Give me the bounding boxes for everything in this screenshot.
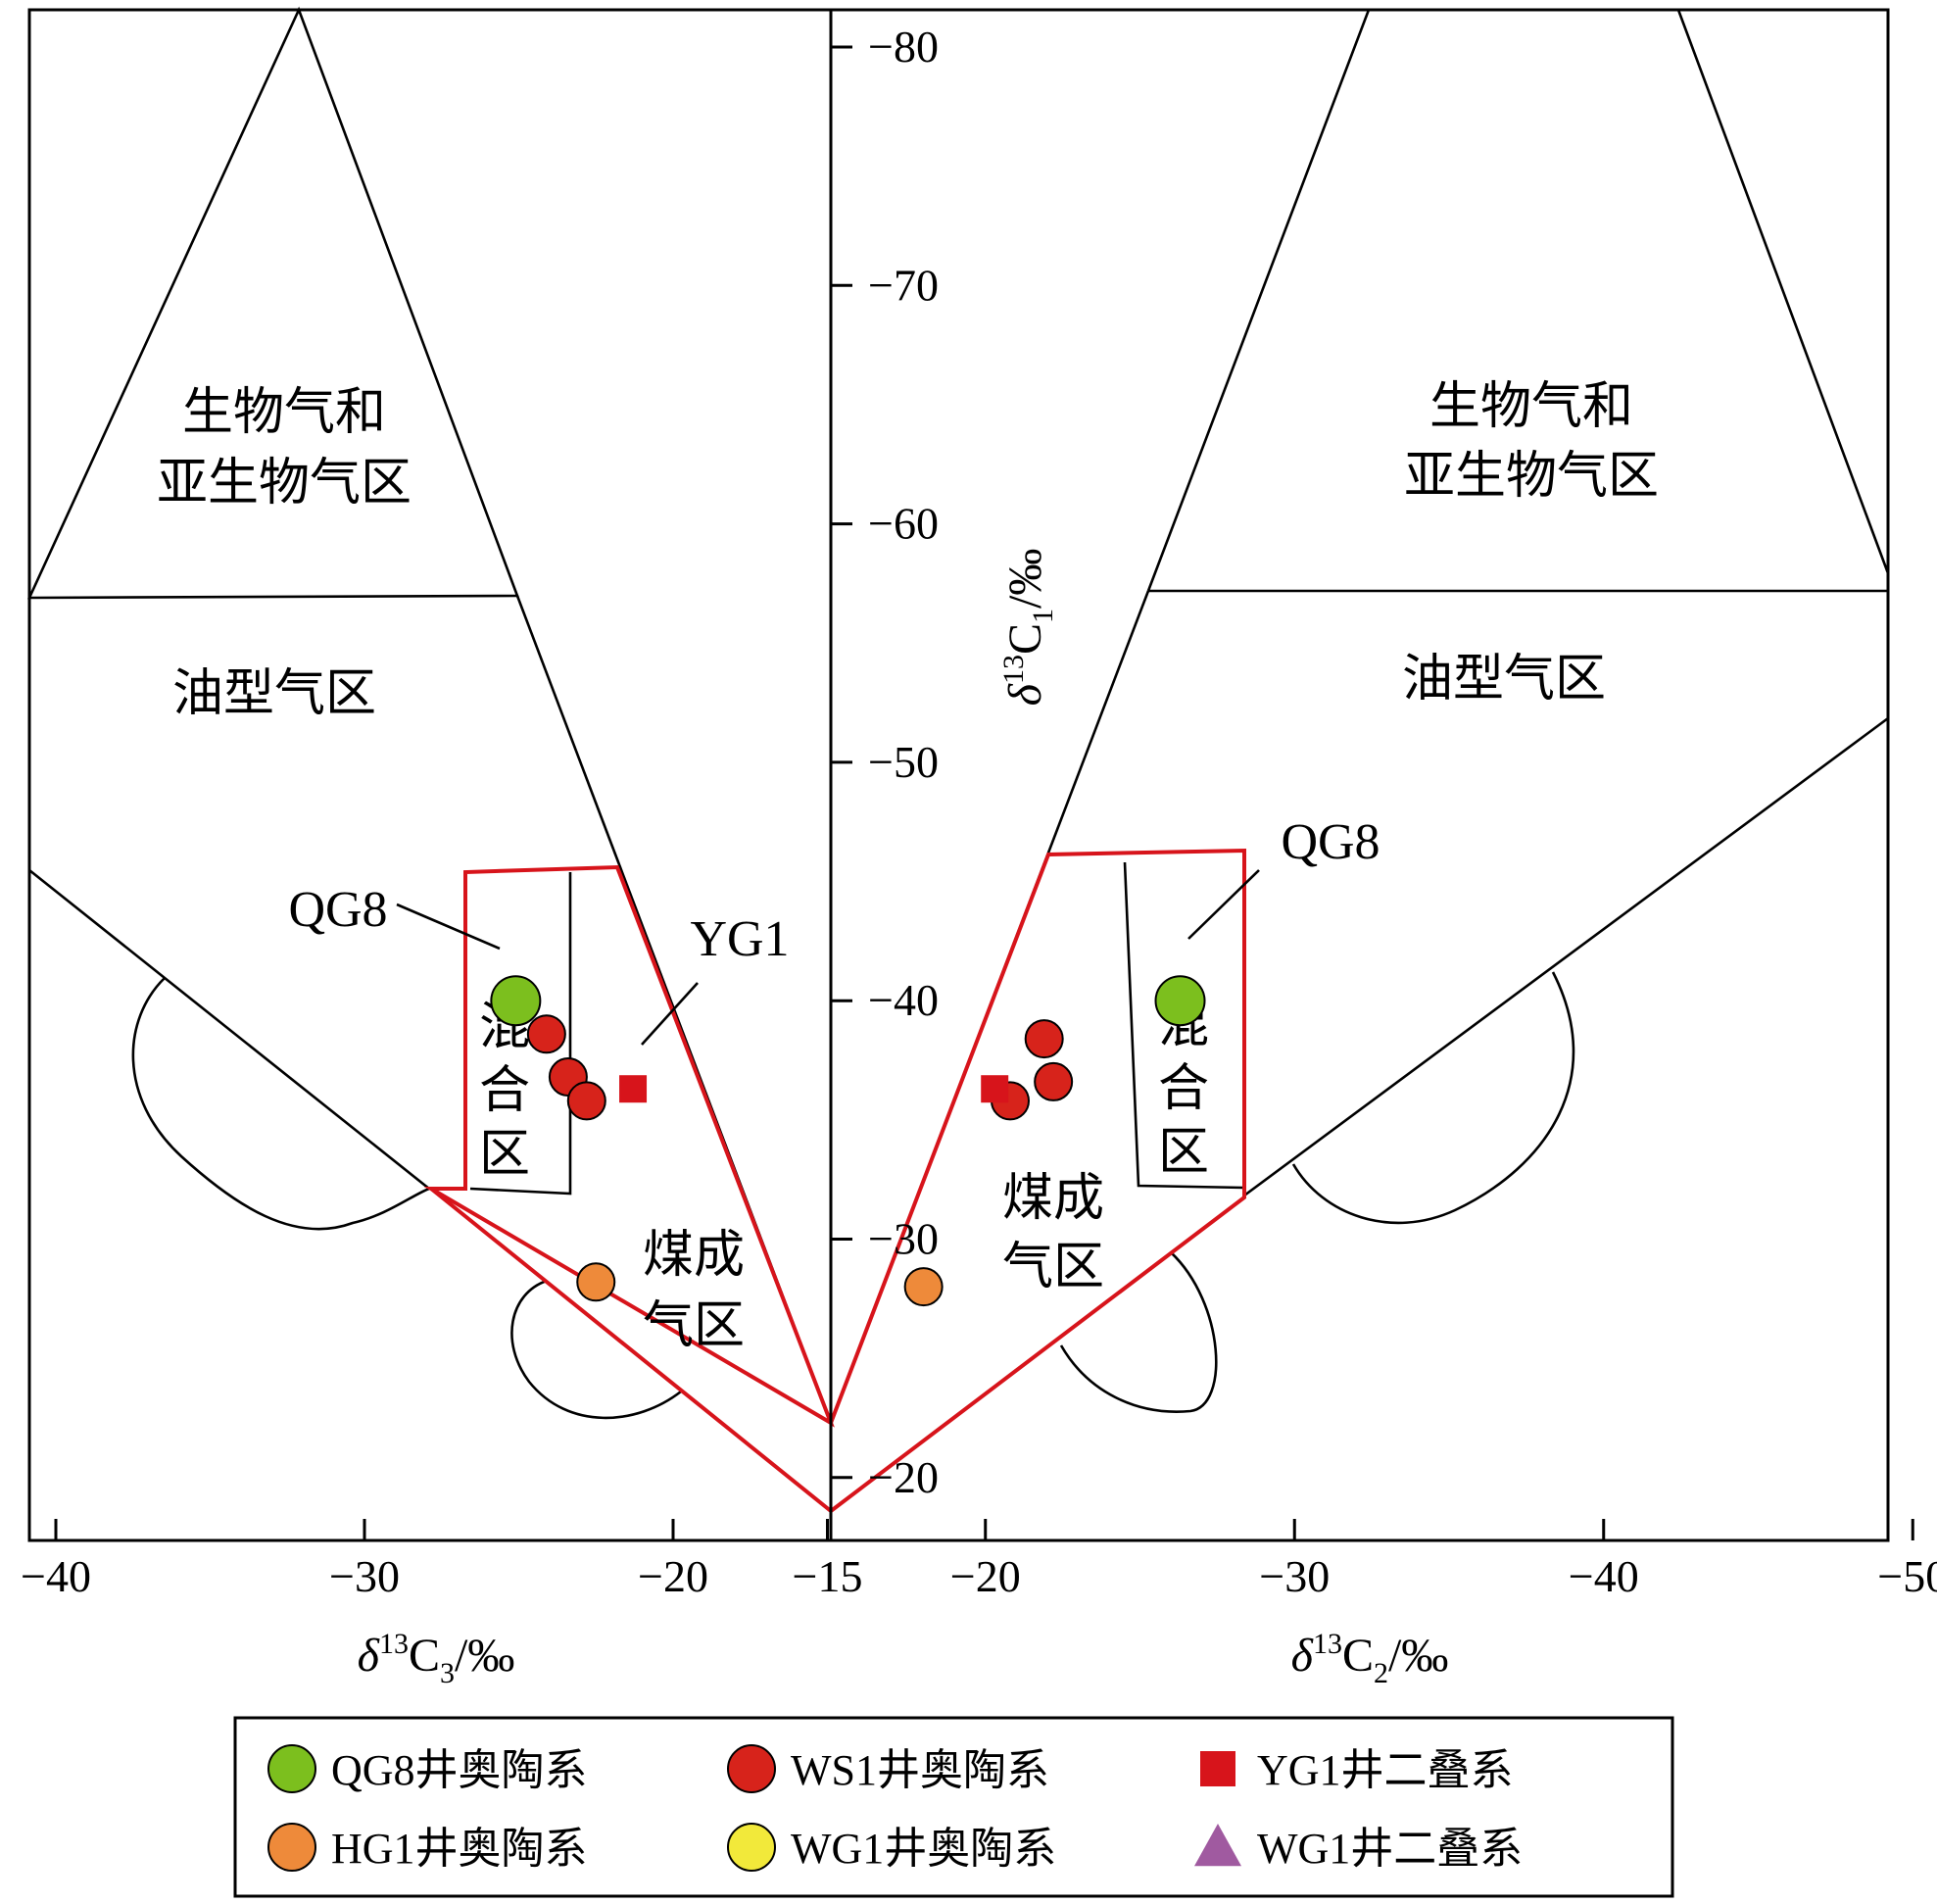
plot-frame bbox=[27, 8, 1890, 1542]
legend-label: QG8井奥陶系 bbox=[331, 1746, 588, 1794]
left-x-tick-label: −40 bbox=[21, 1551, 91, 1601]
left-point-circle bbox=[526, 1014, 566, 1054]
zone-labels: 生物气和 亚生物气区 生物气和 亚生物气区 油型气区 油型气区 混 合 区 混 … bbox=[157, 377, 1659, 1355]
y-tick-label: −80 bbox=[868, 22, 939, 72]
left-coal-zone-bottom bbox=[429, 1187, 833, 1513]
right-coal-label-2: 气区 bbox=[1002, 1238, 1104, 1296]
right-point-circle bbox=[1034, 1061, 1074, 1101]
left-point-circle bbox=[566, 1081, 606, 1121]
point-annotations: QG8 QG8 YG1 bbox=[288, 814, 1380, 1046]
legend-label: YG1井二叠系 bbox=[1257, 1746, 1514, 1794]
legend-label: WG1井奥陶系 bbox=[791, 1825, 1056, 1873]
left-x-tick-label: −15 bbox=[793, 1551, 863, 1601]
right-lobe-2 bbox=[1059, 1251, 1218, 1413]
legend-box bbox=[233, 1716, 1674, 1898]
left-coal-label-2: 气区 bbox=[643, 1296, 745, 1355]
left-mixed-label-2: 合 bbox=[479, 1061, 530, 1120]
y-tick-label: −50 bbox=[868, 737, 939, 787]
right-biogenic-boundary bbox=[1146, 9, 1890, 593]
qg8-right-leader bbox=[1187, 869, 1260, 940]
legend-marker-circle bbox=[727, 1823, 776, 1872]
right-x-tick-label: −40 bbox=[1569, 1551, 1639, 1601]
right-x-tick-label: −50 bbox=[1877, 1551, 1937, 1601]
right-lower-boundary bbox=[1243, 716, 1889, 1197]
right-point-circle bbox=[1154, 975, 1206, 1027]
right-point-circle bbox=[903, 1267, 944, 1307]
left-biogenic-label-1: 生物气和 bbox=[182, 383, 386, 442]
left-x-tick-label: −20 bbox=[638, 1551, 708, 1601]
y-tick-label: −70 bbox=[868, 260, 939, 310]
left-biogenic-label-2: 亚生物气区 bbox=[157, 454, 412, 513]
y-tick-label: −30 bbox=[868, 1214, 939, 1264]
data-points bbox=[490, 975, 1206, 1307]
left-coal-zone-outline bbox=[423, 864, 835, 1428]
legend-label: WG1井二叠系 bbox=[1257, 1825, 1523, 1873]
legend: QG8井奥陶系 WS1井奥陶系 YG1井二叠系 HG1井奥陶系 WG1井奥陶系 WG1井二… bbox=[233, 1716, 1674, 1898]
left-x-axis-title: δ13C3/‰ bbox=[358, 1628, 515, 1689]
right-point-circle bbox=[1024, 1019, 1064, 1059]
plot-border bbox=[27, 8, 1890, 1542]
left-biogenic-boundary bbox=[26, 6, 519, 600]
left-coal-label-1: 煤成 bbox=[643, 1226, 745, 1285]
left-mixed-label-3: 区 bbox=[479, 1125, 530, 1184]
right-biogenic-label-2: 亚生物气区 bbox=[1404, 447, 1659, 506]
left-point-square bbox=[619, 1075, 648, 1103]
left-x-tick-label: −30 bbox=[329, 1551, 400, 1601]
right-coal-label-1: 煤成 bbox=[1002, 1169, 1104, 1228]
y-axis: −80 −70 −60 −50 −40 −30 −20 δ13C1/‰ bbox=[829, 10, 1059, 1540]
y-axis-title: δ13C1/‰ bbox=[997, 549, 1059, 707]
left-point-circle bbox=[576, 1262, 616, 1302]
right-point-square bbox=[981, 1075, 1009, 1103]
y-tick-label: −40 bbox=[868, 975, 939, 1025]
x-axes: −40 −30 −20 −15 δ13C3/‰ −20 −30 −40 −50 δ13C2/‰ bbox=[21, 1519, 1937, 1689]
qg8-left-annotation: QG8 bbox=[288, 882, 387, 938]
right-mixed-label-2: 合 bbox=[1158, 1059, 1209, 1118]
right-x-axis-title: δ13C2/‰ bbox=[1291, 1628, 1449, 1689]
right-x-tick-label: −20 bbox=[950, 1551, 1021, 1601]
y-tick-label: −20 bbox=[868, 1452, 939, 1502]
right-lobe-1 bbox=[1291, 971, 1575, 1225]
left-mixed-inner-line bbox=[469, 872, 572, 1196]
zone-boundaries bbox=[26, 6, 1890, 1513]
left-lobe-1 bbox=[131, 977, 430, 1231]
legend-label: HG1井奥陶系 bbox=[331, 1825, 588, 1873]
legend-marker-circle bbox=[727, 1744, 776, 1793]
right-mixed-inner-line bbox=[1123, 861, 1245, 1190]
legend-marker-square bbox=[1200, 1751, 1235, 1786]
right-coal-zone-outline bbox=[829, 848, 1246, 1513]
legend-marker-circle bbox=[267, 1744, 316, 1793]
qg8-left-leader bbox=[396, 903, 501, 951]
yg1-leader bbox=[641, 982, 699, 1046]
right-mixed-label-3: 区 bbox=[1158, 1123, 1209, 1182]
legend-marker-triangle bbox=[1194, 1824, 1241, 1867]
left-oil-gas-label: 油型气区 bbox=[172, 664, 376, 723]
left-point-circle bbox=[490, 975, 542, 1027]
y-tick-label: −60 bbox=[868, 499, 939, 549]
right-oil-gas-label: 油型气区 bbox=[1402, 650, 1606, 708]
left-lower-boundary bbox=[28, 868, 430, 1191]
legend-marker-circle bbox=[267, 1823, 316, 1872]
right-biogenic-label-1: 生物气和 bbox=[1429, 377, 1633, 436]
left-lobe-2 bbox=[510, 1279, 682, 1420]
right-x-tick-label: −30 bbox=[1259, 1551, 1330, 1601]
yg1-annotation: YG1 bbox=[690, 911, 789, 967]
qg8-right-annotation: QG8 bbox=[1281, 814, 1380, 870]
legend-label: WS1井奥陶系 bbox=[791, 1746, 1049, 1794]
